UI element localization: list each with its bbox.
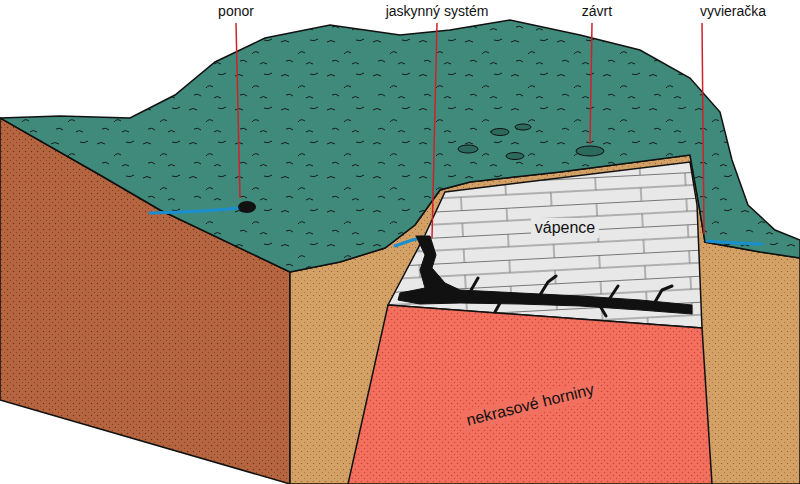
leader-lines	[236, 23, 704, 238]
ponor-hole	[238, 201, 256, 213]
feature-label: jaskynný systém	[386, 3, 489, 19]
non-karst-rock	[348, 305, 712, 484]
rock-label: vápence	[531, 218, 600, 238]
streams	[150, 208, 762, 246]
feature-label: ponor	[218, 3, 254, 19]
cave-system	[398, 236, 692, 316]
surface	[0, 20, 800, 272]
sinkholes	[458, 124, 604, 160]
feature-label: závrt	[582, 3, 612, 19]
feature-label: vyvieračka	[700, 3, 766, 19]
grass-texture	[0, 20, 800, 272]
